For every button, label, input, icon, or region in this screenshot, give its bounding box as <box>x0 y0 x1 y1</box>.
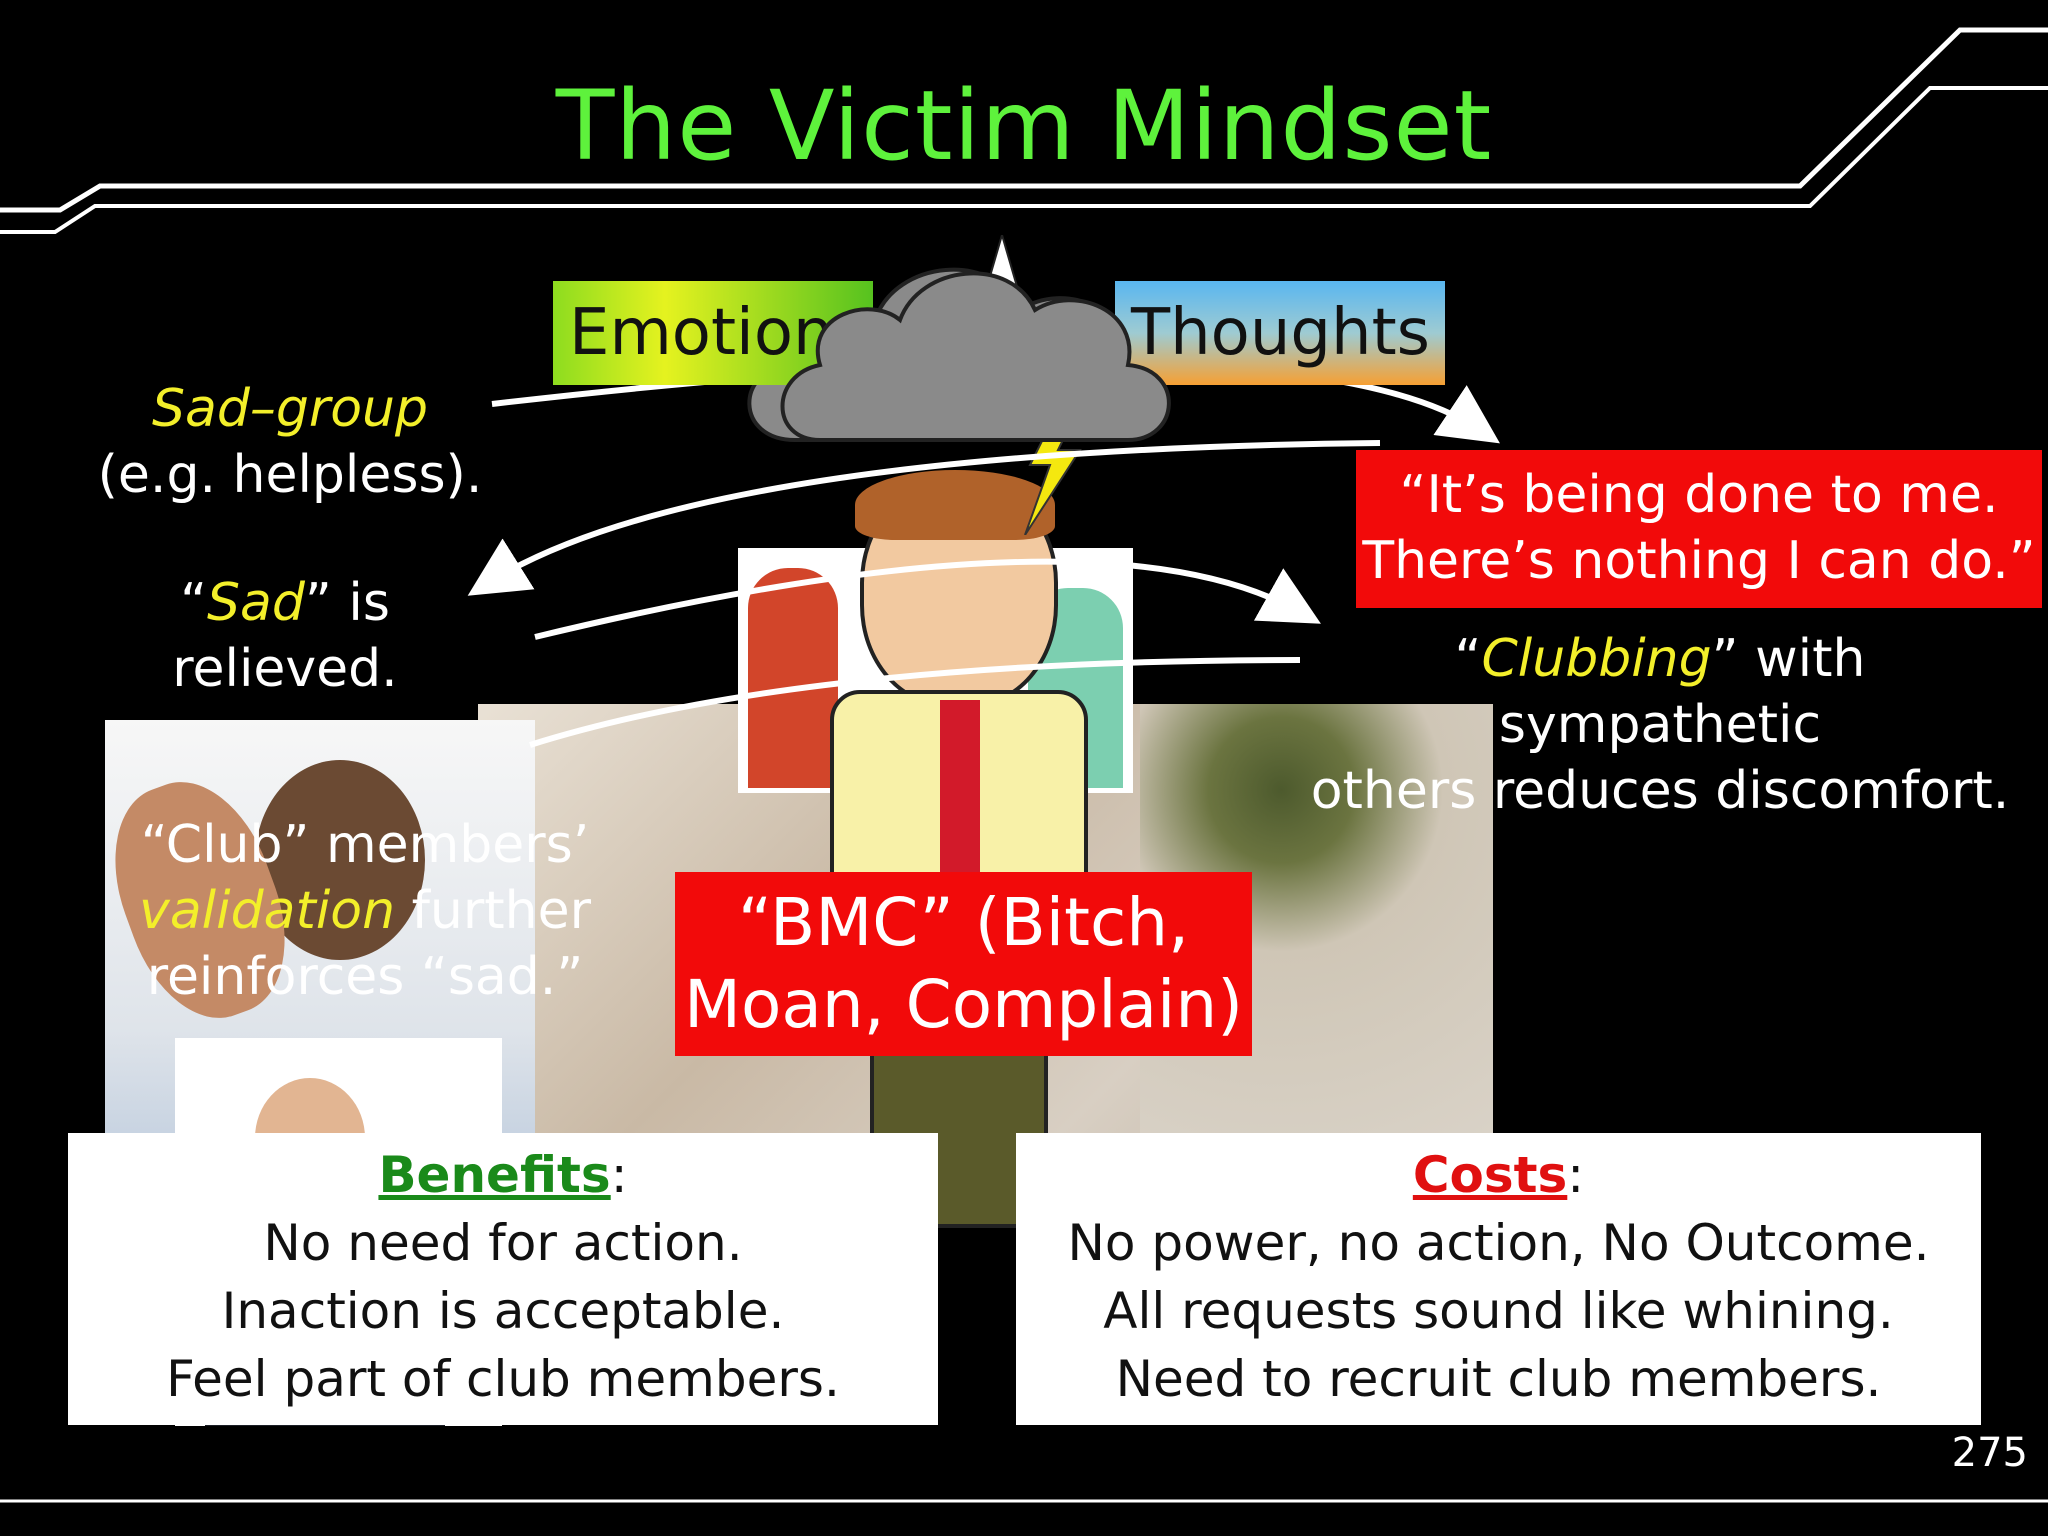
benefit-item: No need for action. <box>263 1214 743 1272</box>
sad-group-term: Sad–group <box>151 379 429 439</box>
thoughts-label: Thoughts <box>1115 281 1445 385</box>
victim-quote-box: “It’s being done to me. There’s nothing … <box>1356 450 2042 608</box>
costs-colon: : <box>1567 1146 1585 1204</box>
sad-relieved-text: “Sad” is relieved. <box>110 570 460 702</box>
with-sympathetic-text: ” with sympathetic <box>1498 629 1866 755</box>
sad-group-text: Sad–group (e.g. helpless). <box>90 376 490 508</box>
quote-line-1: “It’s being done to me. <box>1399 465 1999 525</box>
benefit-item: Feel part of club members. <box>166 1350 840 1408</box>
header-decoration-lines <box>0 27 2048 234</box>
clubbing-text: “Clubbing” with sympathetic others reduc… <box>1290 626 2030 824</box>
sad-term: Sad <box>207 573 305 633</box>
cost-item: Need to recruit club members. <box>1115 1350 1882 1408</box>
bmc-line-1: “BMC” (Bitch, <box>737 884 1190 961</box>
costs-panel: Costs: No power, no action, No Outcome. … <box>1016 1133 1981 1425</box>
page-number: 275 <box>1951 1430 2028 1476</box>
sad-is-text: ” is <box>304 573 390 633</box>
storm-cloud-overlay <box>780 271 1171 442</box>
bmc-line-2: Moan, Complain) <box>684 966 1243 1043</box>
quote-open: “ <box>180 573 208 633</box>
cost-item: All requests sound like whining. <box>1103 1282 1894 1340</box>
reinforces-sad-line: reinforces “sad.” <box>146 947 584 1007</box>
further-text: further <box>395 881 591 941</box>
bmc-box: “BMC” (Bitch, Moan, Complain) <box>675 872 1252 1056</box>
quote-line-2: There’s nothing I can do.” <box>1362 531 2036 591</box>
benefits-colon: : <box>610 1146 628 1204</box>
benefits-panel: Benefits: No need for action. Inaction i… <box>68 1133 938 1425</box>
club-members-line: “Club” members’ <box>140 815 590 875</box>
benefits-header: Benefits <box>378 1146 611 1204</box>
reduces-discomfort-text: others reduces discomfort. <box>1310 761 2010 821</box>
validation-term: validation <box>139 881 396 941</box>
club-validation-text: “Club” members’ validation further reinf… <box>115 812 615 1010</box>
relieved-text: relieved. <box>172 639 398 699</box>
slide-title: The Victim Mindset <box>555 70 1493 182</box>
cost-item: No power, no action, No Outcome. <box>1067 1214 1930 1272</box>
clubbing-term: Clubbing <box>1481 629 1712 689</box>
footer-line <box>0 1499 2048 1503</box>
costs-header: Costs <box>1412 1146 1568 1204</box>
benefit-item: Inaction is acceptable. <box>221 1282 785 1340</box>
sad-group-example: (e.g. helpless). <box>97 445 483 505</box>
quote-open: “ <box>1454 629 1482 689</box>
